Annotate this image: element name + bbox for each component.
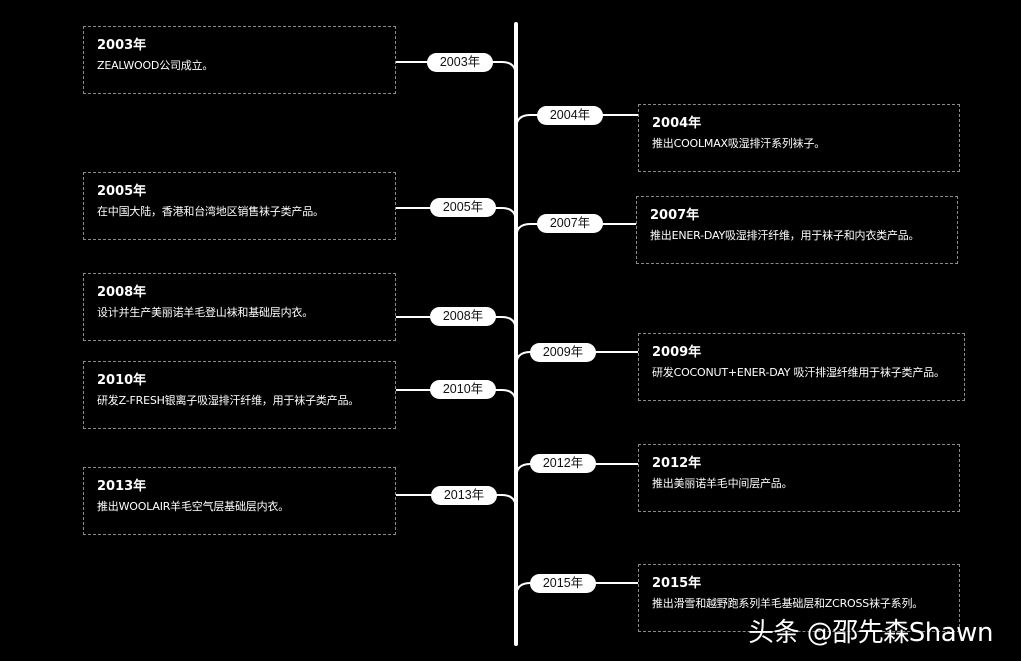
year-pill-2015: 2015年 [530, 574, 596, 593]
event-card-2004: 2004年 推出COOLMAX吸湿排汗系列袜子。 [638, 104, 960, 172]
watermark-text: 头条 @邵先森Shawn [748, 618, 993, 648]
event-description: 推出WOOLAIR羊毛空气层基础层内衣。 [97, 500, 289, 513]
event-card-2008: 2008年 设计并生产美丽诺羊毛登山袜和基础层内衣。 [83, 273, 396, 341]
event-description: 在中国大陆，香港和台湾地区销售袜子类产品。 [97, 205, 324, 218]
year-pill-2008: 2008年 [430, 307, 496, 326]
event-card-2009: 2009年 研发COCONUT+ENER-DAY 吸汗排湿纤维用于袜子类产品。 [638, 333, 965, 401]
event-title: 2010年 [97, 373, 147, 388]
event-title: 2015年 [652, 576, 702, 591]
year-pill-2005: 2005年 [430, 198, 496, 217]
event-title: 2003年 [97, 38, 147, 53]
event-card-2015: 2015年 推出滑雪和越野跑系列羊毛基础层和ZCROSS袜子系列。 [638, 564, 960, 632]
event-description: 推出ENER-DAY吸湿排汗纤维，用于袜子和内衣类产品。 [650, 229, 920, 242]
event-card-2005: 2005年 在中国大陆，香港和台湾地区销售袜子类产品。 [83, 172, 396, 240]
event-description: 推出COOLMAX吸湿排汗系列袜子。 [652, 137, 826, 150]
year-pill-2012: 2012年 [530, 454, 596, 473]
year-pill-2004: 2004年 [537, 106, 603, 125]
event-title: 2005年 [97, 184, 147, 199]
event-card-2010: 2010年 研发Z-FRESH银离子吸湿排汗纤维，用于袜子类产品。 [83, 361, 396, 429]
timeline-axis [514, 22, 518, 646]
event-card-2012: 2012年 推出美丽诺羊毛中间层产品。 [638, 444, 960, 512]
event-card-2013: 2013年 推出WOOLAIR羊毛空气层基础层内衣。 [83, 467, 396, 535]
event-title: 2004年 [652, 116, 702, 131]
year-pill-2009: 2009年 [530, 343, 596, 362]
event-description: 研发Z-FRESH银离子吸湿排汗纤维，用于袜子类产品。 [97, 394, 360, 407]
year-pill-2013: 2013年 [431, 486, 497, 505]
event-title: 2012年 [652, 456, 702, 471]
event-title: 2008年 [97, 285, 147, 300]
event-card-2007: 2007年 推出ENER-DAY吸湿排汗纤维，用于袜子和内衣类产品。 [636, 196, 958, 264]
year-pill-2007: 2007年 [537, 214, 603, 233]
event-description: 设计并生产美丽诺羊毛登山袜和基础层内衣。 [97, 306, 313, 319]
event-card-2003: 2003年 ZEALWOOD公司成立。 [83, 26, 396, 94]
event-title: 2013年 [97, 479, 147, 494]
event-description: 研发COCONUT+ENER-DAY 吸汗排湿纤维用于袜子类产品。 [652, 366, 945, 379]
event-description: ZEALWOOD公司成立。 [97, 59, 214, 72]
event-title: 2009年 [652, 345, 702, 360]
year-pill-2003: 2003年 [427, 53, 493, 72]
event-description: 推出滑雪和越野跑系列羊毛基础层和ZCROSS袜子系列。 [652, 597, 924, 610]
event-description: 推出美丽诺羊毛中间层产品。 [652, 477, 793, 490]
year-pill-2010: 2010年 [430, 380, 496, 399]
event-title: 2007年 [650, 208, 700, 223]
